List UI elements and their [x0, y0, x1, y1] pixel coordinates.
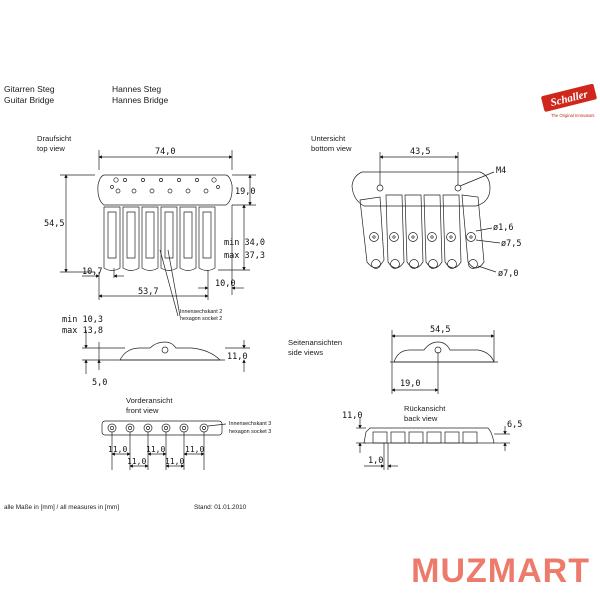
- dim-top-width: 74,0: [155, 147, 175, 157]
- top-holes: [115, 178, 209, 194]
- logo-badge: [541, 83, 597, 112]
- dim-side-right-offset: 19,0: [400, 379, 420, 389]
- dim-side-left-base: 5,0: [92, 378, 107, 388]
- side-right-body: [393, 341, 495, 363]
- date-note: Stand: 01.01.2010: [194, 504, 247, 511]
- top-base-plate: [97, 174, 233, 206]
- bottom-thread-left: [376, 184, 384, 192]
- units-note: alle Maße in [mm] / all measures in [mm]: [4, 504, 120, 511]
- dim-back-right: 6,5: [507, 420, 522, 430]
- side-view-right-drawing: [390, 330, 498, 394]
- front-view-drawing: [101, 420, 227, 470]
- dim-front-2: 11,0: [127, 457, 146, 466]
- side-view-caption: Seitenansichten side views: [288, 338, 342, 357]
- back-view-title-en: back view: [404, 413, 438, 423]
- top-slots: [110, 177, 220, 189]
- side-view-left-drawing: [82, 330, 250, 374]
- back-view-caption: Rückansicht back view: [404, 404, 445, 423]
- side-view-title-en: side views: [288, 347, 324, 357]
- dim-side-left-height: 11,0: [227, 352, 247, 362]
- top-saddles: [103, 206, 216, 271]
- dim-top-right: 10,0: [215, 279, 235, 289]
- dim-side-min: min 10,3: [62, 315, 103, 325]
- bottom-view-title-de: Untersicht: [311, 134, 346, 143]
- top-view-title-de: Draufsicht: [37, 134, 72, 143]
- front-view-title-de: Vorderansicht: [126, 396, 173, 405]
- front-body: [101, 420, 223, 436]
- dim-bottom-spacing: 43,5: [410, 147, 430, 157]
- dim-back-base: 1,0: [368, 456, 383, 466]
- dim-side-max: max 13,8: [62, 326, 103, 336]
- model-en: Hannes Bridge: [112, 95, 169, 105]
- dimension-labels: 74,0 54,5 19,0 min 34,0 max 37,3 10,7 53…: [44, 147, 522, 466]
- schaller-logo-graphic: Schaller: [541, 83, 597, 112]
- top-view-drawing: [60, 150, 256, 317]
- bottom-view-title-en: bottom view: [311, 143, 352, 153]
- title-en: Guitar Bridge: [4, 95, 55, 105]
- dim-bottom-hole2: ø7,5: [501, 239, 521, 249]
- front-leader: [207, 423, 227, 427]
- front-view-caption: Vorderansicht front view: [126, 396, 172, 415]
- bottom-view-drawing: [351, 152, 501, 273]
- dim-bottom-hole1: ø1,6: [493, 223, 513, 233]
- dim-side-right-length: 54,5: [430, 325, 450, 335]
- front-sockets: [107, 423, 209, 433]
- title-block: Gitarren Steg Guitar Bridge: [4, 84, 55, 106]
- dim-top-depth: 19,0: [235, 187, 255, 197]
- dim-front-4: 11,0: [165, 457, 184, 466]
- dim-top-left: 10,7: [82, 267, 102, 277]
- schaller-logo: Schaller The Original Innovators: [538, 83, 598, 124]
- dim-front-1: 11,0: [108, 445, 127, 454]
- model-de: Hannes Steg: [112, 84, 162, 94]
- front-view-title-en: front view: [126, 405, 159, 415]
- dim-front-5: 11,0: [185, 445, 204, 454]
- logo-tagline: The Original Innovators: [551, 113, 595, 118]
- dim-bottom-hole3: ø7,0: [498, 269, 518, 279]
- hex-socket-2-en: hexagon socket 2: [180, 316, 222, 322]
- dim-top-height: 54,5: [44, 219, 64, 229]
- back-body: [363, 427, 495, 444]
- top-view-caption: Draufsicht top view: [37, 134, 71, 153]
- dim-front-3: 11,0: [146, 445, 165, 454]
- dim-bottom-m4: M4: [496, 166, 506, 176]
- bottom-holes: [369, 232, 478, 269]
- hex-socket-2-de: Innensechskant 2: [180, 309, 222, 315]
- back-saddles: [372, 431, 478, 444]
- bottom-leader-m4: [459, 171, 495, 187]
- model-block: Hannes Steg Hannes Bridge: [112, 84, 168, 106]
- dim-top-max: max 37,3: [224, 251, 265, 261]
- top-view-title-en: top view: [37, 143, 65, 153]
- title-de: Gitarren Steg: [4, 84, 55, 94]
- hex-socket-3-de: Innensechskant 3: [229, 421, 271, 427]
- side-left-body: [119, 341, 221, 361]
- back-view-drawing: [356, 418, 510, 470]
- side-view-title-de: Seitenansichten: [288, 338, 343, 347]
- watermark-muzmart: MUZMART: [411, 552, 590, 590]
- top-leader: [159, 249, 179, 317]
- bottom-base-plate: [351, 171, 491, 207]
- bottom-view-caption: Untersicht bottom view: [311, 134, 352, 153]
- hex-socket-3-en: hexagon socket 3: [229, 429, 271, 435]
- dim-back-height: 11,0: [342, 411, 362, 421]
- dim-top-span: 53,7: [138, 287, 158, 297]
- dim-top-min: min 34,0: [224, 238, 265, 248]
- back-view-title-de: Rückansicht: [404, 404, 446, 413]
